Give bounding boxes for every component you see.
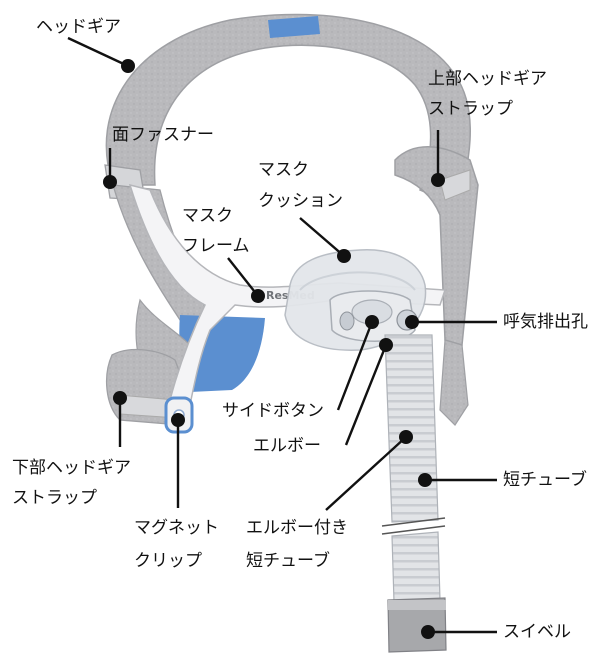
dot-magnetic-clip: [171, 413, 185, 427]
label-elbow-tube-line1: エルボー付き: [246, 518, 348, 538]
swivel: [387, 597, 447, 653]
label-mask-frame-line2: フレーム: [182, 236, 250, 256]
leader-mask-cushion: [299, 217, 345, 257]
mask-frame: [128, 183, 447, 406]
dot-elbow-tube: [399, 430, 413, 444]
dot-side-button: [365, 315, 379, 329]
lower-strap-right: [439, 339, 469, 426]
label-exhalation-vent: 呼気排出孔: [503, 312, 588, 332]
short-tube-lower: [391, 531, 441, 603]
label-short-tube: 短チューブ: [503, 470, 587, 490]
dot-elbow: [379, 338, 393, 352]
label-face-fastener: 面ファスナー: [112, 125, 214, 145]
label-mask-cushion-line2: クッション: [258, 191, 343, 211]
dot-mask-frame: [251, 289, 265, 303]
label-mask-frame-line1: マスク: [182, 206, 233, 226]
dot-face-fastener: [103, 175, 117, 189]
dot-short-tube: [418, 473, 432, 487]
label-elbow-tube-line2: 短チューブ: [246, 551, 330, 571]
crown-blue-patch: [268, 16, 320, 38]
leader-side-button: [336, 321, 374, 411]
dot-exhalation: [405, 315, 419, 329]
leader-elbow: [344, 344, 388, 446]
leader-lines: [67, 36, 497, 634]
dot-headgear: [121, 59, 135, 73]
leader-dots: [103, 59, 445, 639]
label-upper-strap-line2: ストラップ: [428, 99, 513, 119]
label-lower-strap-line2: ストラップ: [12, 488, 97, 508]
upper-strap-inner: [439, 169, 471, 201]
leader-headgear: [67, 36, 129, 68]
label-swivel: スイベル: [503, 622, 571, 642]
dot-upper-strap: [431, 173, 445, 187]
leader-mask-frame: [227, 257, 259, 297]
leader-elbow-tube: [325, 436, 407, 511]
dot-lower-strap: [113, 391, 127, 405]
dot-swivel: [421, 625, 435, 639]
label-side-button: サイドボタン: [222, 401, 324, 421]
label-mask-cushion-line1: マスク: [258, 160, 309, 180]
dot-mask-cushion: [337, 249, 351, 263]
label-magnetic-clip-line1: マグネット: [134, 518, 219, 538]
label-upper-strap-line1: 上部ヘッドギア: [428, 69, 547, 89]
short-tube-upper: [384, 334, 439, 523]
label-magnetic-clip-line2: クリップ: [134, 551, 202, 571]
label-elbow: エルボー: [253, 436, 321, 456]
label-headgear: ヘッドギア: [36, 17, 121, 37]
label-lower-strap-line1: 下部ヘッドギア: [12, 458, 131, 478]
